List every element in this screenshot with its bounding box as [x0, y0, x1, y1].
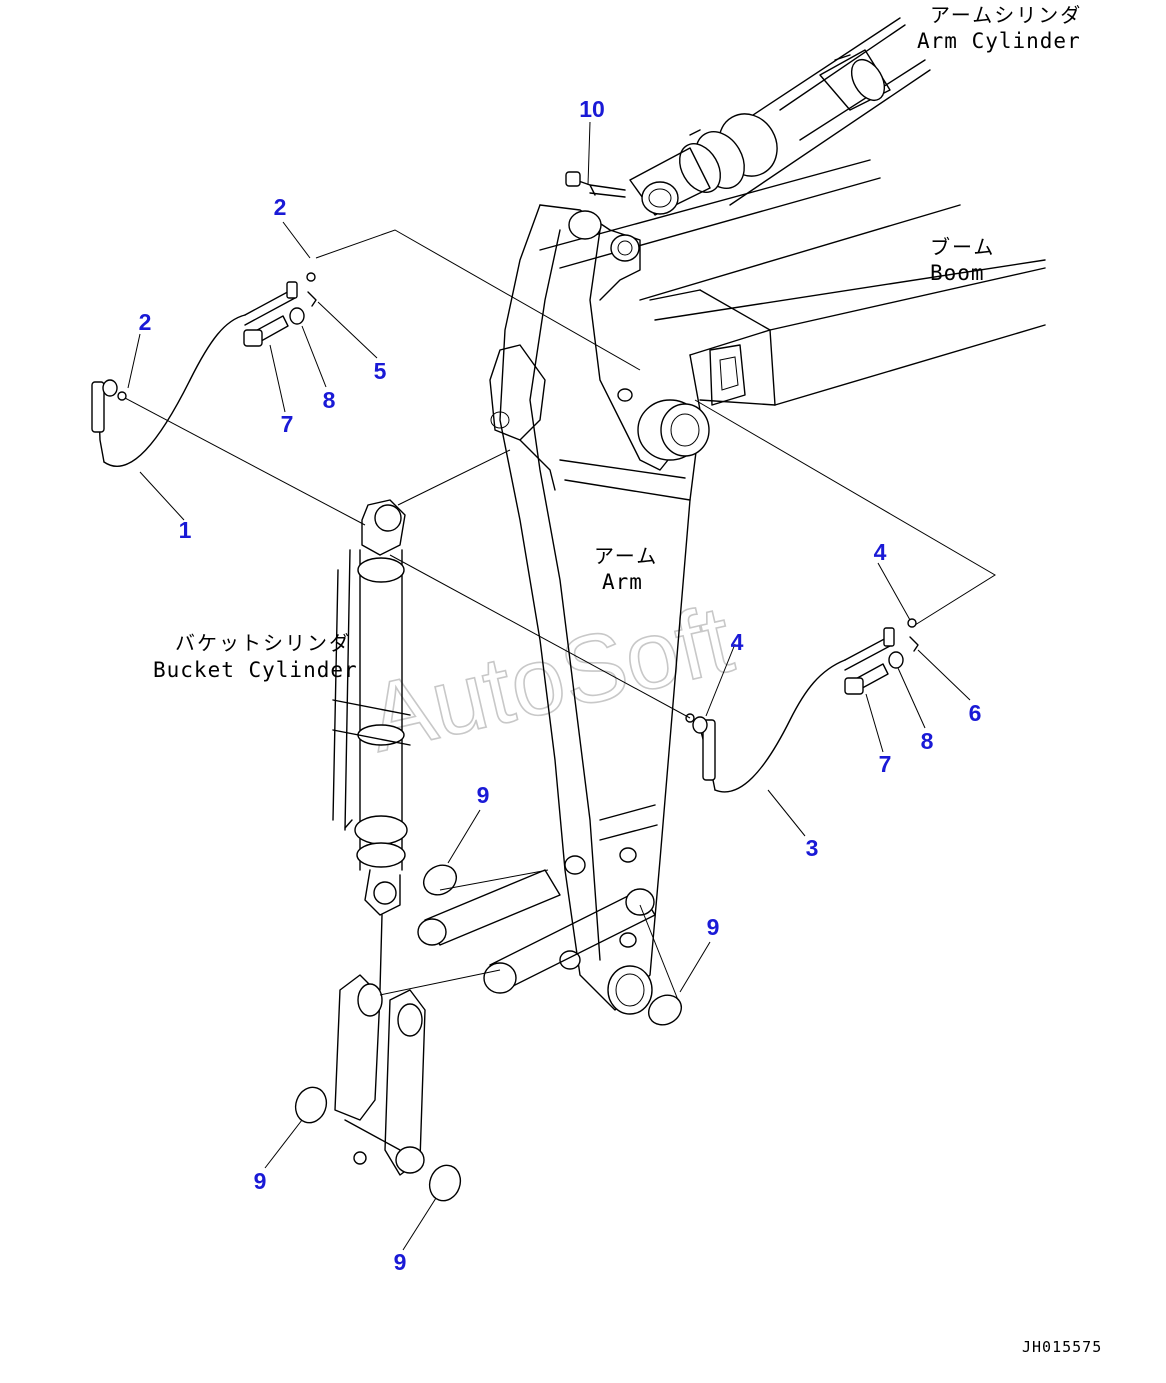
bucket-cylinder-label-jp: バケットシリンダ — [175, 631, 351, 655]
boom-label-jp: ブーム — [930, 235, 995, 259]
callout-7-left: 7 — [281, 411, 294, 437]
callout-9-arm-tip: 9 — [707, 914, 720, 940]
arm-label-en: Arm — [602, 570, 643, 594]
callout-3: 3 — [806, 835, 819, 861]
callout-8-right: 8 — [921, 728, 934, 754]
bucket-link-drawing — [334, 869, 656, 1176]
arm-cylinder-drawing — [629, 17, 931, 216]
watermark: AutoSoft — [359, 585, 742, 772]
seal-rings — [294, 864, 683, 1202]
callout-9-link-bottom: 9 — [394, 1249, 407, 1275]
boom-label-en: Boom — [930, 261, 985, 285]
callout-5: 5 — [374, 358, 387, 384]
arm-drawing — [489, 204, 710, 1015]
bucket-cylinder-drawing — [332, 499, 411, 991]
callout-4-right: 4 — [874, 539, 887, 565]
leader-lines — [124, 121, 996, 1251]
arm-cylinder-label-en: Arm Cylinder — [917, 29, 1081, 53]
callout-9-link-left: 9 — [254, 1168, 267, 1194]
callout-9-arm: 9 — [477, 782, 490, 808]
callout-2-upper: 2 — [274, 194, 287, 220]
callout-2-left: 2 — [139, 309, 152, 335]
drawing-code: JH015575 — [1022, 1338, 1102, 1356]
callout-7-right: 7 — [879, 751, 892, 777]
arm-label-jp: アーム — [594, 544, 658, 568]
callout-10: 10 — [579, 96, 605, 122]
callout-8-left: 8 — [323, 387, 336, 413]
hose-1-drawing — [91, 272, 317, 468]
callout-4-middle: 4 — [731, 629, 744, 655]
bucket-cylinder-label-en: Bucket Cylinder — [153, 658, 358, 682]
arm-cylinder-label-jp: アームシリンダ — [930, 3, 1082, 27]
callout-1: 1 — [179, 517, 192, 543]
hose-3-drawing — [685, 618, 919, 793]
callout-6: 6 — [969, 700, 982, 726]
grease-fitting-10-drawing — [565, 171, 626, 198]
